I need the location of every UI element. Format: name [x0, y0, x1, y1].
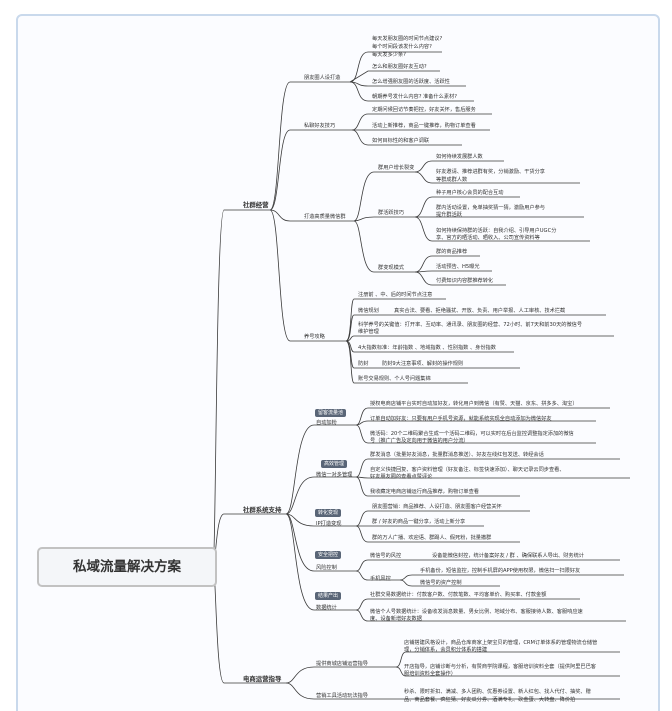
- leaf-growth-2b: 等群成群人数: [436, 177, 468, 183]
- tag-conversion: 转化变现: [315, 509, 342, 517]
- leaf-activity-3b: 享、官方的晒活动、晒收入、公司宣传资料等: [436, 235, 540, 241]
- tag-efficient-mgmt: 高效管理: [321, 460, 348, 468]
- leaf-moments-activity: 怎么增强朋友圈的活跃度、活跃性: [372, 79, 450, 85]
- leaf-tools-1a: 秒杀、限时折扣、满减、多人团购、优惠券设置、新人红包、找人代付、抽奖、赠: [404, 689, 591, 695]
- leaf-stats-2a: 微信个人号数据统计：设备收发消息数量、男女比例、地域分布、客服接待人数、客服响应…: [370, 609, 583, 615]
- leaf-risk-phone-a: 手机备份，短信监控，控制手机屏的APP使用权限，微信扫一扫限好友: [420, 568, 581, 574]
- node-private-chat[interactable]: 私聊好友技巧: [304, 123, 336, 129]
- leaf-chat-recommend: 活动上新推荐，商品一键推荐，购物订单查看: [372, 123, 476, 129]
- leaf-moments-interact: 怎么和朋友圈好友互动?: [372, 64, 427, 70]
- node-multi-wechat[interactable]: 微信一对多管理: [316, 472, 353, 478]
- leaf-growth-1: 如何待续发展群人数: [436, 154, 483, 160]
- leaf-activity-3a: 如何持续保持群的活跃：自我介绍、引导用户UGC分: [436, 228, 557, 234]
- leaf-auto-3b: 号（推广广告及定向用于微信的用户分流）: [370, 438, 469, 444]
- leaf-raising-plan-detail: 真实合法、要看、拒绝骚扰、开放、负责、用户举报、人工审核、技术拦截: [394, 308, 566, 314]
- leaf-monetize-3: 付费知识内容群推荐转化: [436, 278, 494, 284]
- tag-security: 安全把控: [315, 551, 342, 559]
- node-quality-groups[interactable]: 打造高质量微信群: [304, 214, 346, 220]
- leaf-multi-3: 我收藏定电商店铺运行商品推荐，购物订单查看: [370, 489, 479, 495]
- node-store-guidance[interactable]: 提供商城店铺运营指导: [316, 661, 368, 667]
- leaf-raising-index: 4大指数标准：年龄指数 、地域指数 、性别指数 、身份指数: [358, 345, 496, 351]
- leaf-multi-2b: 好友朋友圈的查看点赞评论: [370, 474, 433, 480]
- leaf-chat-care: 定期问候回访节奏把控，好友关怀，售后服务: [372, 107, 476, 113]
- leaf-activity-2a: 群内活动设置，免单抽奖猜一猜，激励用户参与: [436, 205, 545, 211]
- tag-results: 结果产出: [315, 592, 342, 600]
- leaf-ip-1: 朋友圈营销：商品推荐、人设打造、朋友圈客户经营关怀: [372, 504, 502, 510]
- leaf-multi-1: 群发消息（批量好友消息，批量群消息推送）、好友在线红包发送、转经会话: [370, 452, 544, 458]
- leaf-store-1a: 店铺搭建风格设计，商品仓库商家上架宝贝的管理，CRM订单体系的管理物流仓储管: [404, 640, 598, 646]
- leaf-activity-1: 种子用户核心会员的配合互动: [436, 190, 504, 196]
- leaf-monetize-1: 群的商品推荐: [436, 249, 468, 255]
- tag-traffic-pool: 留客流量池: [315, 409, 347, 417]
- leaf-risk-wechat-detail: 设备能微信封控，统计备案好友 / 群 、确保联系人导出、财务统计: [432, 553, 584, 559]
- node-auto-follow[interactable]: 自动加粉: [316, 420, 337, 426]
- leaf-store-2a: 开店指导，店铺诊断与分析，有赞商学院课程，客服培训资料全套（提供阿里巴巴客: [404, 664, 596, 670]
- leaf-store-1b: 理，分销体系，会员积分体系的搭建: [404, 647, 488, 653]
- leaf-risk-phone-b: 微信号的资产控制: [420, 580, 462, 586]
- leaf-raising-keys-b: 维护管理: [358, 329, 379, 335]
- leaf-raising-trade: 账号交易规则、个人号问题集锦: [358, 376, 431, 382]
- leaf-raising-anti-ban: 防封: [358, 361, 369, 367]
- node-moments-persona[interactable]: 朋友圈人设打造: [304, 75, 341, 81]
- node-group-growth[interactable]: 群用户增长裂变: [378, 165, 415, 171]
- leaf-stats-1: 社群交易数据统计：付款客户数、付款笔数、平均客单价、购买率、付款金额: [370, 592, 547, 598]
- node-group-activity[interactable]: 群活跃技巧: [378, 210, 404, 216]
- leaf-risk-wechat: 微信号的风控: [370, 553, 402, 559]
- leaf-risk-phone: 手机风控: [370, 576, 391, 582]
- node-account-raising[interactable]: 养号攻略: [304, 334, 325, 340]
- leaf-multi-2a: 自定义快捷回复、客户资料管理（好友备注、标签快速添加）、聊天记录云同步查看、: [370, 467, 565, 473]
- leaf-growth-2a: 好友邀请、推荐进群有奖，分销激励、干货分享: [436, 169, 545, 175]
- leaf-chat-target: 如何目标性的和客户调联: [372, 138, 430, 144]
- leaf-ip-3: 群的万人广播、欢迎语、群踢人、假死粉，批量撤群: [372, 535, 492, 541]
- node-ip-monetize[interactable]: IP打造变现: [316, 521, 342, 527]
- leaf-moments-early: 朝期养号发什么内容? 准备什么素材?: [372, 94, 457, 100]
- leaf-stats-2b: 度、设备新增好友数据: [370, 616, 422, 622]
- leaf-store-2b: 服培训资料全套操作）: [404, 671, 456, 677]
- leaf-activity-2b: 提升群活跃: [436, 212, 462, 218]
- leaf-auto-3a: 微活码：20个二维码聚合生成一个活码二维码，可以实时在后台监控调整指定添加的微信: [370, 431, 574, 437]
- leaf-raising-plan: 微信规划: [358, 308, 379, 314]
- branch-community-ops[interactable]: 社群经营: [243, 201, 269, 209]
- leaf-moments-q2: 每个时间段该发什么内容?: [372, 44, 432, 50]
- root-node[interactable]: 私域流量解决方案: [37, 547, 217, 587]
- leaf-moments-q1: 每天发朋友圈的时间节点建议?: [372, 36, 443, 42]
- branch-ecommerce-guidance[interactable]: 电商运营指导: [243, 675, 282, 683]
- leaf-monetize-2: 活动预告、H5曝光: [436, 264, 480, 270]
- node-risk-control[interactable]: 风险控制: [316, 565, 337, 571]
- leaf-auto-2: 订单自动加好友：只要有用户手机号资源，就能系统实现全自动添加为微信好友: [370, 416, 552, 422]
- node-marketing-tools[interactable]: 营销工具活动玩法指导: [316, 693, 368, 699]
- leaf-moments-q3: 每天发多少条?: [372, 52, 406, 58]
- leaf-ip-2: 群 / 好友的商品一键分享，活动上新分享: [372, 519, 466, 525]
- leaf-raising-anti-ban-detail: 防封9大注意事项、解封的操作规则: [382, 361, 464, 367]
- leaf-auto-1: 授权电商店铺平台实时自动加好友，转化用户到微信（有赞、天猫、京东、拼多多、淘宝）: [370, 401, 578, 407]
- leaf-raising-keys-a: 科学养号的关键值：打开率、互动率、通讯录、朋友圈的经营、72小时、前7天和前30…: [358, 322, 583, 328]
- leaf-tools-1b: 品、商品套餐、疯狂猜、好友瓜分券、酒满专礼、砍金蛋、大转盘、降价拍: [404, 697, 576, 703]
- node-data-stats[interactable]: 数据统计: [316, 605, 337, 611]
- leaf-raising-timing: 注册前 、中、后的时间节点注意: [358, 292, 433, 298]
- branch-system-support[interactable]: 社群系统支持: [243, 506, 282, 514]
- node-group-monetize[interactable]: 群变现模式: [378, 265, 404, 271]
